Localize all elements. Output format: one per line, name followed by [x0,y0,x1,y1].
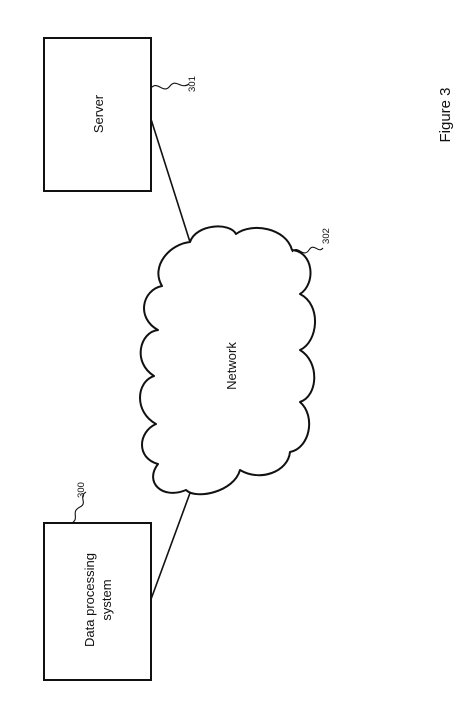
ref-302-leader [291,246,324,254]
ref-300: 300 [76,482,87,498]
network-label: Network [224,342,239,390]
figure-caption: Figure 3 [437,87,454,142]
server-box [43,37,152,192]
ref-301: 301 [187,76,198,92]
data-processing-system-box [43,522,152,681]
ref-300-leader [71,491,87,524]
ref-302: 302 [321,228,332,244]
edge-client-network [149,492,191,603]
edge-network-server [149,115,191,243]
network-cloud [139,225,316,496]
client-label-line2: system [99,579,114,620]
ref-301-leader [150,82,190,90]
server-label: Server [91,94,106,133]
client-label-line1: Data processing [82,553,97,647]
